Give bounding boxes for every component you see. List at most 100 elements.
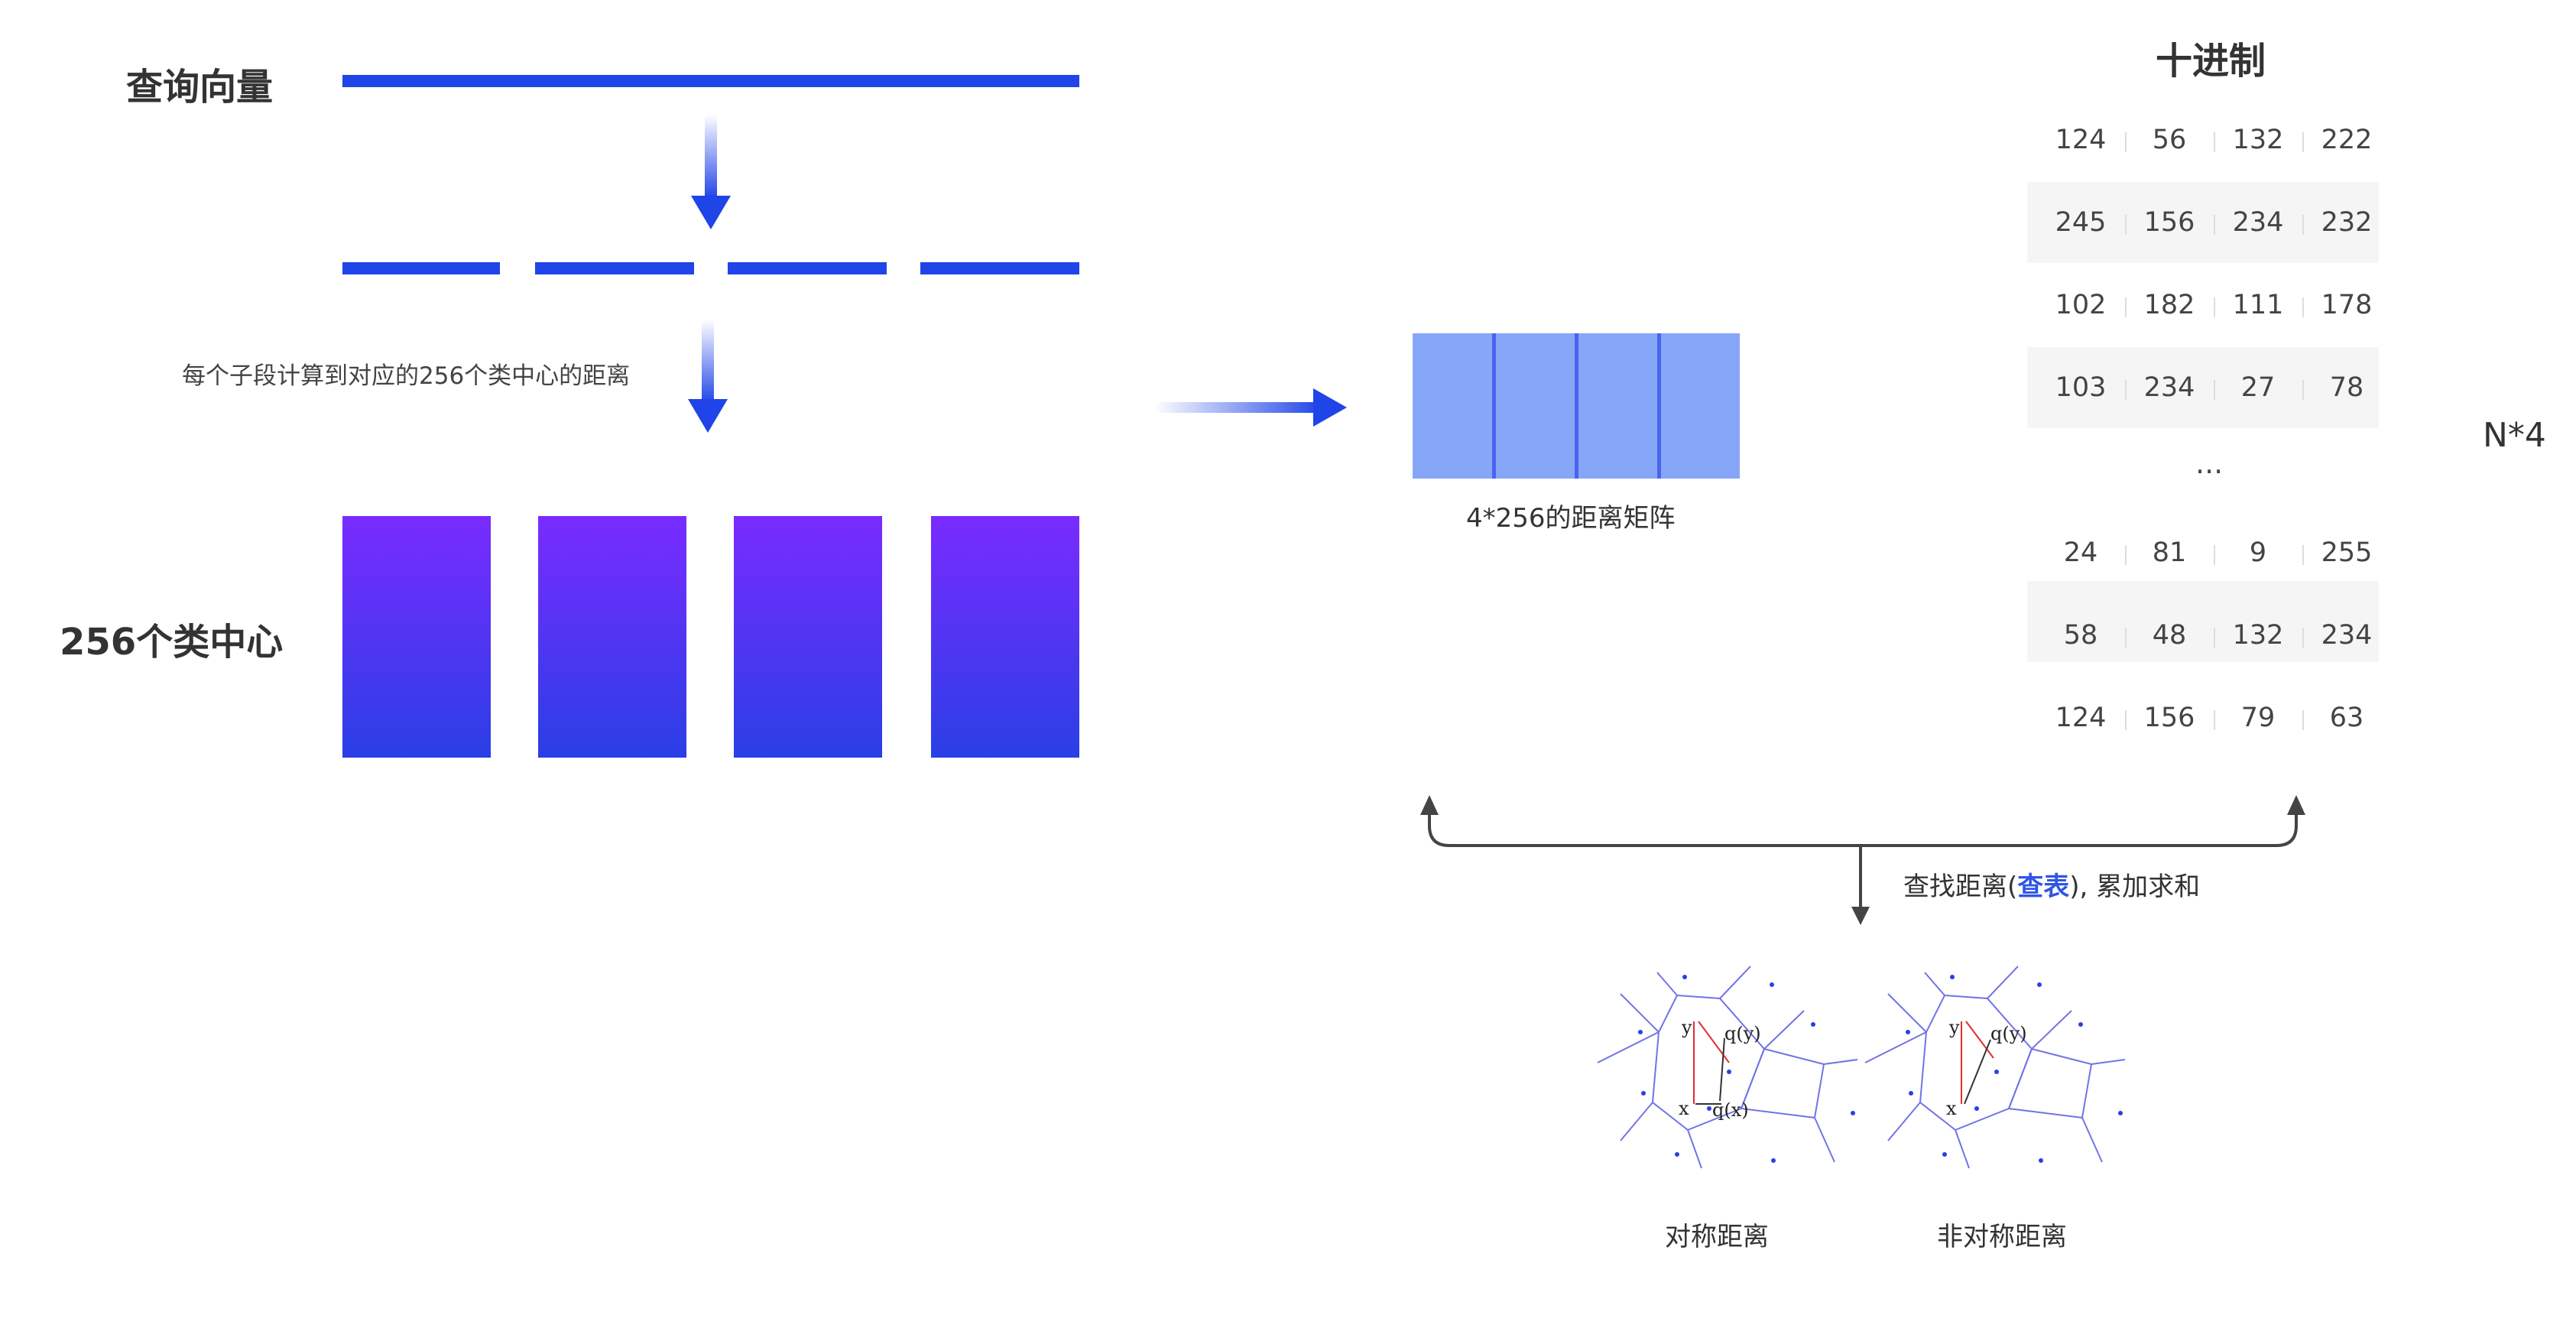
voronoi-edge bbox=[1687, 1129, 1702, 1169]
table-cell: 63 bbox=[2329, 703, 2364, 733]
voronoi-edge bbox=[1924, 972, 1945, 996]
cell-separator bbox=[2214, 132, 2215, 152]
red-distance-line bbox=[1965, 1021, 1994, 1059]
voronoi-cell bbox=[2007, 1047, 2093, 1119]
table-cell: 234 bbox=[2321, 620, 2373, 651]
table-cell: 27 bbox=[2240, 372, 2276, 403]
subvector-segment bbox=[342, 262, 500, 274]
table-cell: 111 bbox=[2232, 290, 2284, 320]
cell-separator bbox=[2214, 215, 2215, 235]
table-cell: 9 bbox=[2249, 537, 2267, 568]
table-cell: 156 bbox=[2143, 207, 2195, 238]
cell-separator bbox=[2125, 380, 2127, 400]
cell-separator bbox=[2125, 545, 2127, 565]
table-cell: 81 bbox=[2152, 537, 2187, 568]
table-ellipsis: ... bbox=[2195, 446, 2224, 480]
cell-separator bbox=[2125, 132, 2127, 152]
distance-matrix-label: 4*256的距离矩阵 bbox=[1466, 503, 1676, 534]
black-distance-line bbox=[1719, 1037, 1725, 1102]
cell-separator bbox=[2214, 380, 2215, 400]
table-cell: 102 bbox=[2055, 290, 2107, 320]
table-cell: 234 bbox=[2232, 207, 2284, 238]
table-cell: 48 bbox=[2152, 620, 2187, 651]
right-arrow-shaft bbox=[1154, 402, 1322, 413]
voronoi-edge bbox=[2091, 1059, 2126, 1065]
table-cell: 182 bbox=[2143, 290, 2195, 320]
label-qx: q(x) bbox=[1712, 1099, 1749, 1121]
label-qy: q(y) bbox=[1724, 1023, 1761, 1044]
voronoi-cell bbox=[1919, 994, 2033, 1131]
table-cell: 234 bbox=[2143, 372, 2195, 403]
table-cell: 124 bbox=[2055, 125, 2107, 155]
label-y: y bbox=[1948, 1017, 1960, 1038]
right-arrow-head bbox=[1313, 388, 1347, 427]
centroids-label: 256个类中心 bbox=[60, 621, 284, 664]
asymmetric-caption: 非对称距离 bbox=[1937, 1222, 2067, 1252]
voronoi-symmetric: y q(y) x q(x) bbox=[1597, 966, 1858, 1169]
table-cell: 132 bbox=[2232, 620, 2284, 651]
table-cell: 24 bbox=[2063, 537, 2098, 568]
cell-separator bbox=[2214, 297, 2215, 317]
centroid-dots bbox=[1906, 975, 2123, 1163]
cell-separator bbox=[2302, 380, 2304, 400]
voronoi-edge bbox=[1814, 1117, 1835, 1163]
voronoi-edge bbox=[1823, 1059, 1858, 1065]
down-arrow-shaft bbox=[705, 115, 717, 199]
cell-separator bbox=[2302, 628, 2304, 648]
bracket-connector bbox=[1428, 810, 2298, 847]
matrix-divider bbox=[1575, 333, 1578, 479]
cell-separator bbox=[2125, 297, 2127, 317]
voronoi-edge bbox=[2031, 1010, 2072, 1050]
centroid-block bbox=[734, 516, 882, 758]
voronoi-edge bbox=[1864, 1031, 1927, 1063]
label-qy: q(y) bbox=[1990, 1023, 2027, 1044]
cell-separator bbox=[2125, 215, 2127, 235]
cell-separator bbox=[2302, 132, 2304, 152]
voronoi-edge bbox=[1987, 966, 2019, 999]
lookup-suffix: ), 累加求和 bbox=[2069, 872, 2201, 902]
subvector-segment bbox=[535, 262, 694, 274]
cell-separator bbox=[2302, 710, 2304, 730]
voronoi-cell bbox=[1740, 1047, 1825, 1119]
bracket-arrow-left bbox=[1420, 795, 1439, 815]
cell-separator bbox=[2302, 545, 2304, 565]
cell-separator bbox=[2125, 628, 2127, 648]
subvector-segment bbox=[920, 262, 1079, 274]
voronoi-asymmetric: y q(y) x bbox=[1864, 966, 2126, 1169]
table-cell: 132 bbox=[2232, 125, 2284, 155]
cell-separator bbox=[2214, 710, 2215, 730]
symmetric-caption: 对称距离 bbox=[1665, 1222, 1769, 1252]
label-y: y bbox=[1681, 1017, 1692, 1038]
subsegment-note: 每个子段计算到对应的256个类中心的距离 bbox=[182, 362, 631, 390]
table-cell: 222 bbox=[2321, 125, 2373, 155]
centroid-block bbox=[931, 516, 1079, 758]
centroid-block bbox=[342, 516, 491, 758]
table-cell: 124 bbox=[2055, 703, 2107, 733]
centroid-block bbox=[538, 516, 686, 758]
label-x: x bbox=[1679, 1098, 1689, 1119]
voronoi-edge bbox=[1887, 1102, 1921, 1141]
cell-separator bbox=[2302, 297, 2304, 317]
matrix-divider bbox=[1492, 333, 1496, 479]
lookup-label: 查找距离(查表), 累加求和 bbox=[1903, 865, 2200, 903]
voronoi-edge bbox=[1719, 966, 1751, 999]
voronoi-edge bbox=[1887, 993, 1927, 1033]
down-arrow-head bbox=[688, 399, 728, 433]
table-cell: 245 bbox=[2055, 207, 2107, 238]
row-background bbox=[2027, 182, 2379, 263]
label-x: x bbox=[1946, 1098, 1957, 1119]
cell-separator bbox=[2125, 710, 2127, 730]
down-arrow-shaft bbox=[702, 320, 714, 404]
down-arrow-head bbox=[691, 196, 731, 229]
subvector-segment bbox=[728, 262, 887, 274]
voronoi-edge bbox=[1656, 972, 1678, 996]
lookup-highlight: 查表 bbox=[2017, 872, 2070, 902]
cell-separator bbox=[2302, 215, 2304, 235]
voronoi-edge bbox=[1597, 1031, 1659, 1063]
table-cell: 56 bbox=[2152, 125, 2187, 155]
table-cell: 232 bbox=[2321, 207, 2373, 238]
table-cell: 58 bbox=[2063, 620, 2098, 651]
n-by-4-label: N*4 bbox=[2483, 416, 2546, 455]
cell-separator bbox=[2214, 628, 2215, 648]
